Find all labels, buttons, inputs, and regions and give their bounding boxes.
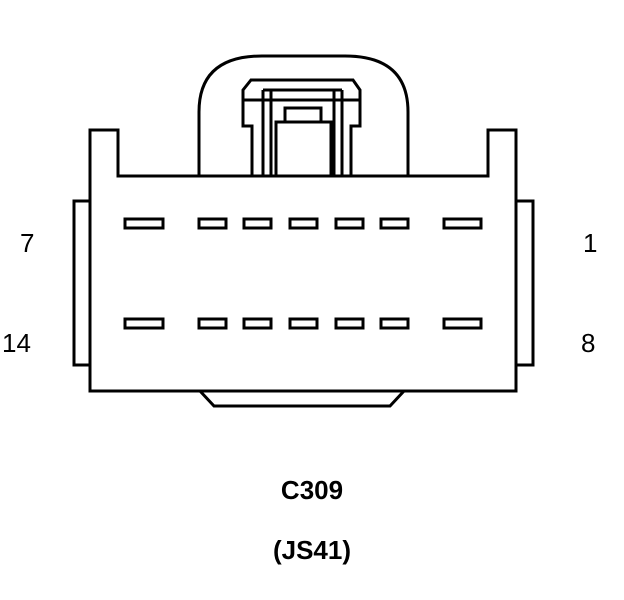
pin-label-8: 8 [581,328,596,358]
pin-cavity-5 [242,217,273,230]
connector-id: C309 [280,475,344,505]
pin-cavity-8 [442,317,483,330]
pin-label-14: 14 [2,328,31,358]
pin-cavity-14 [123,317,165,330]
pin-cavity-11 [288,317,319,330]
pin-cavity-4 [288,217,319,230]
latch-window [283,106,323,124]
right-ear [513,199,535,367]
pin-cavity-7 [123,217,165,230]
pin-cavity-1 [442,217,483,230]
pin-cavity-13 [197,317,228,330]
pin-cavity-12 [242,317,273,330]
latch-window-outer [274,120,333,178]
pin-cavity-6 [197,217,228,230]
pin-cavity-3 [334,217,365,230]
pin-label-1: 1 [583,228,598,258]
latch-arm-left [241,100,254,176]
connector-code: (JS41) [272,535,352,565]
pin-cavity-9 [379,317,410,330]
pin-cavity-2 [379,217,410,230]
latch-arm-right [349,100,362,176]
pin-label-7: 7 [20,228,35,258]
pin-cavity-10 [334,317,365,330]
bottom-key [198,389,406,408]
